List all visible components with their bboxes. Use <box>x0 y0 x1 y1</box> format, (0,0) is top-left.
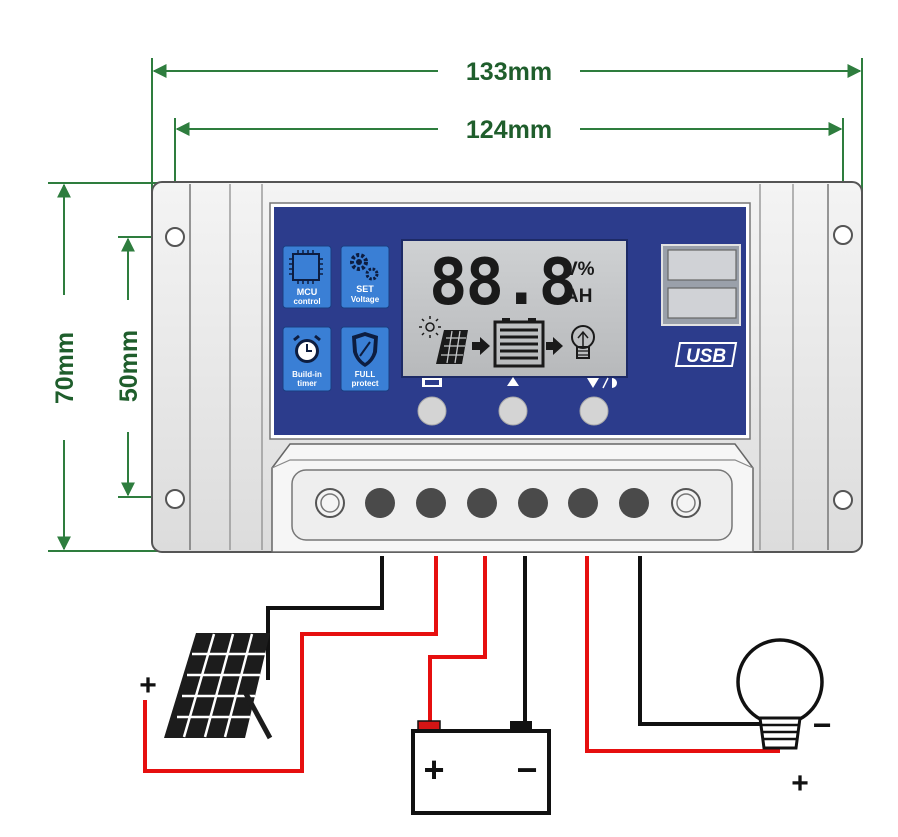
shield-icon <box>352 332 378 367</box>
terminal-battery-positive[interactable] <box>467 488 497 518</box>
mounting-hole-top-left <box>165 227 185 247</box>
solar-positive-sign: + <box>139 669 157 702</box>
dimension-124mm: 124mm <box>466 116 552 144</box>
usb-logo: USB <box>674 342 738 367</box>
wire-solar-negative <box>266 556 384 680</box>
usb-ports <box>661 244 741 326</box>
feature-tag-line2: protect <box>351 379 378 388</box>
terminal-solar-positive[interactable] <box>416 488 446 518</box>
load-positive-sign: + <box>791 767 809 800</box>
battery-icon: + − <box>411 720 551 815</box>
dimension-lines: 133mm 124mm 70mm 50mm <box>48 58 863 552</box>
mounting-hole-top-right <box>833 225 853 245</box>
sun-icon <box>419 316 441 338</box>
terminal-screw-end <box>315 488 345 518</box>
terminal-block <box>271 443 754 553</box>
wiring <box>143 556 780 773</box>
dimension-50mm: 50mm <box>115 330 143 402</box>
feature-tag-line2: timer <box>297 379 317 388</box>
light-bulb-icon: − + <box>736 638 832 800</box>
usb-port[interactable] <box>667 287 737 319</box>
alarm-clock-icon <box>293 334 321 363</box>
feature-tag-mcu-control: MCU control <box>282 245 332 309</box>
menu-icon <box>422 378 442 387</box>
feature-tag-line1: MCU <box>297 287 318 297</box>
up-button[interactable] <box>498 396 528 426</box>
dimension-133mm: 133mm <box>466 58 552 86</box>
terminal-load-positive[interactable] <box>568 488 598 518</box>
feature-tag-set-voltage: SET Voltage <box>340 245 390 309</box>
arrow-right-icon <box>472 337 490 355</box>
terminal-screw-end <box>671 488 701 518</box>
arrow-right-icon <box>546 337 563 355</box>
feature-tag-line1: FULL <box>355 370 376 379</box>
terminal-battery-negative[interactable] <box>518 488 548 518</box>
feature-tag-line2: control <box>293 297 320 306</box>
load-negative-sign: − <box>813 707 832 743</box>
lcd-unit-top: V% <box>565 259 595 280</box>
wire-battery-positive <box>428 556 487 722</box>
feature-tag-full-protect: FULL protect <box>340 326 390 392</box>
wire-load-positive <box>585 556 780 753</box>
gears-icon <box>350 253 379 281</box>
terminal-load-negative[interactable] <box>619 488 649 518</box>
feature-tag-line2: Voltage <box>351 295 380 304</box>
feature-tag-line1: Build-in <box>292 370 322 379</box>
mounting-hole-bottom-right <box>833 490 853 510</box>
down-arrow-icon <box>587 377 617 389</box>
up-arrow-icon <box>507 377 519 386</box>
menu-button[interactable] <box>417 396 447 426</box>
mounting-hole-bottom-left <box>165 489 185 509</box>
chip-icon <box>289 250 323 284</box>
lcd-bulb-icon <box>571 325 595 359</box>
wire-load-negative <box>638 556 772 726</box>
lcd-unit-bottom: AH <box>565 286 592 307</box>
lcd-solar-panel-icon <box>436 330 468 364</box>
feature-tag-line1: SET <box>356 284 374 294</box>
battery-positive-sign: + <box>423 749 444 790</box>
front-panel: MCU control SET Voltage Build-in timer <box>269 202 751 440</box>
usb-label: USB <box>686 346 726 367</box>
lcd-battery-icon <box>493 318 545 368</box>
terminal-solar-negative[interactable] <box>365 488 395 518</box>
wire-solar-positive <box>143 556 438 773</box>
lcd-display: 88.8 V% AH <box>401 239 628 378</box>
battery-negative-sign: − <box>516 749 537 790</box>
usb-port[interactable] <box>667 249 737 281</box>
solar-panel-icon: + <box>139 633 273 740</box>
dimension-70mm: 70mm <box>51 332 79 404</box>
feature-tag-build-in-timer: Build-in timer <box>282 326 332 392</box>
down-button[interactable] <box>579 396 609 426</box>
lcd-digits: 88.8 <box>429 246 575 320</box>
